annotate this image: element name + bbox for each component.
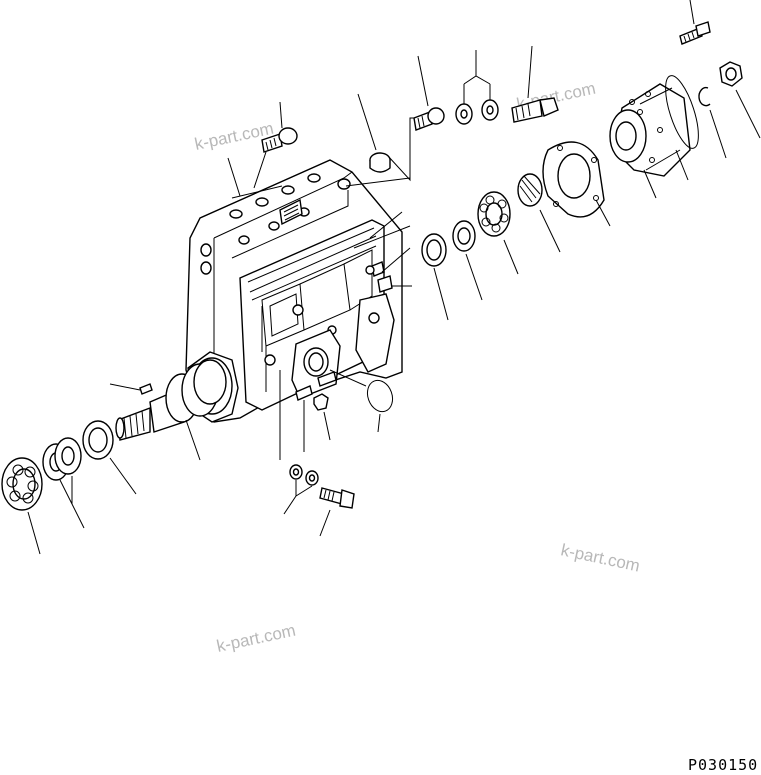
figure-code: P030150 <box>688 756 758 774</box>
leader-lines <box>27 0 761 555</box>
bearing-race <box>517 173 543 207</box>
left-shims <box>42 437 82 481</box>
o-ring-small <box>366 379 394 413</box>
oil-seal <box>82 420 114 460</box>
small-bolt-housing <box>365 261 393 293</box>
gasket <box>542 141 605 218</box>
washers-pair <box>455 99 499 125</box>
top-bolt-right <box>511 97 559 123</box>
lower-bolt <box>319 487 355 509</box>
end-cover <box>609 83 691 177</box>
watermark-bottom-left: k-part.com <box>215 621 297 656</box>
plug <box>369 152 391 173</box>
woodruff-key <box>109 383 153 395</box>
stud-bolts <box>295 371 337 401</box>
top-bolt-left <box>261 127 298 153</box>
top-bolt-small <box>413 107 445 131</box>
small-nut <box>313 393 329 411</box>
top-right-bolt <box>679 21 711 45</box>
bearing-cup <box>421 233 447 267</box>
pump-housing <box>185 159 403 423</box>
left-bearing <box>1 457 43 511</box>
right-bearing <box>477 191 511 237</box>
nut <box>719 61 743 87</box>
shim-right <box>452 220 476 252</box>
watermark-bottom-right: k-part.com <box>559 540 641 575</box>
lower-washers <box>289 464 319 486</box>
camshaft <box>115 359 227 441</box>
snap-ring <box>698 86 711 107</box>
o-ring-cover <box>665 75 699 149</box>
